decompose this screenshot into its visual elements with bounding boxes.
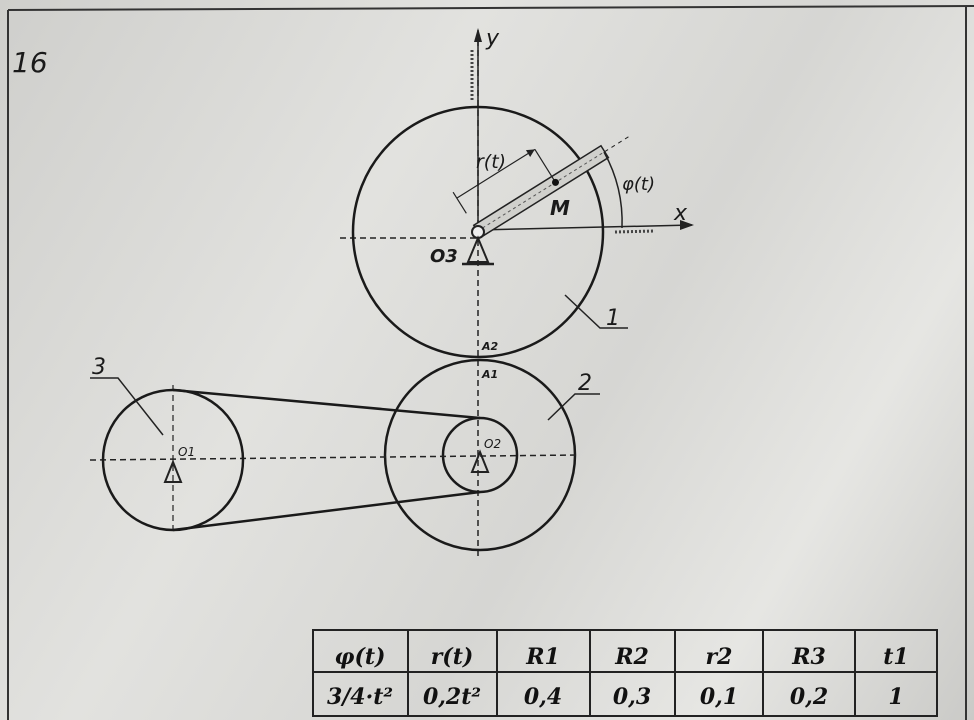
phi-arc (603, 151, 623, 229)
table-header: R3 (791, 644, 826, 670)
o2-label: O2 (484, 437, 501, 451)
x-axis (477, 224, 693, 231)
wheel-2-inner (441, 416, 519, 494)
problem-number: 16 (12, 46, 48, 79)
belt-bottom (172, 490, 481, 532)
point-m (551, 178, 559, 186)
slotted-rod (452, 134, 633, 239)
table-header: r(t) (431, 644, 474, 670)
wheel-1 (351, 105, 605, 359)
table-cell: 0,2t² (423, 684, 481, 710)
a1-label: A1 (481, 368, 498, 381)
y-axis-label: y (485, 26, 500, 51)
x-arrow-icon (680, 220, 694, 230)
table-cell: 0,3 (613, 684, 651, 710)
table-cell: 0,1 (700, 684, 738, 710)
wheel-2-label: 2 (578, 371, 592, 396)
leader-3 (90, 377, 164, 436)
table-header: R1 (525, 644, 560, 670)
support-o2-icon (470, 449, 490, 473)
point-m-label: M (550, 196, 570, 220)
table-header: r2 (706, 644, 733, 670)
support-o1-icon (163, 459, 183, 483)
r-t-label: r(t) (476, 151, 506, 173)
wheel-3-label: 3 (92, 355, 106, 380)
x-hatch (614, 229, 656, 234)
o1-label: O1 (178, 445, 195, 459)
parameters-table: φ(t) r(t) R1 R2 r2 R3 t1 3/4·t² 0,2t² 0,… (312, 629, 938, 717)
table-cell: 0,2 (790, 684, 828, 710)
a2-label: A2 (481, 340, 499, 353)
y-arrow-icon (474, 28, 482, 42)
wheel-2 (383, 358, 577, 552)
o3-label: O3 (430, 246, 458, 267)
leader-1 (564, 294, 628, 329)
frame-top (7, 5, 974, 11)
table-header: φ(t) (335, 644, 386, 670)
wheel-1-label: 1 (606, 306, 620, 331)
phi-t-label: φ(t) (622, 174, 655, 195)
leader-2 (547, 393, 600, 421)
table-header: R2 (614, 644, 649, 670)
table-cell: 0,4 (524, 684, 562, 710)
table-header: t1 (883, 644, 908, 670)
table-cell: 3/4·t² (327, 684, 393, 710)
horizontal-center-line-2 (89, 454, 581, 461)
table-cell: 1 (888, 684, 903, 710)
support-o3-icon (466, 235, 490, 263)
belt-top (172, 388, 481, 420)
x-axis-label: x (673, 201, 688, 226)
